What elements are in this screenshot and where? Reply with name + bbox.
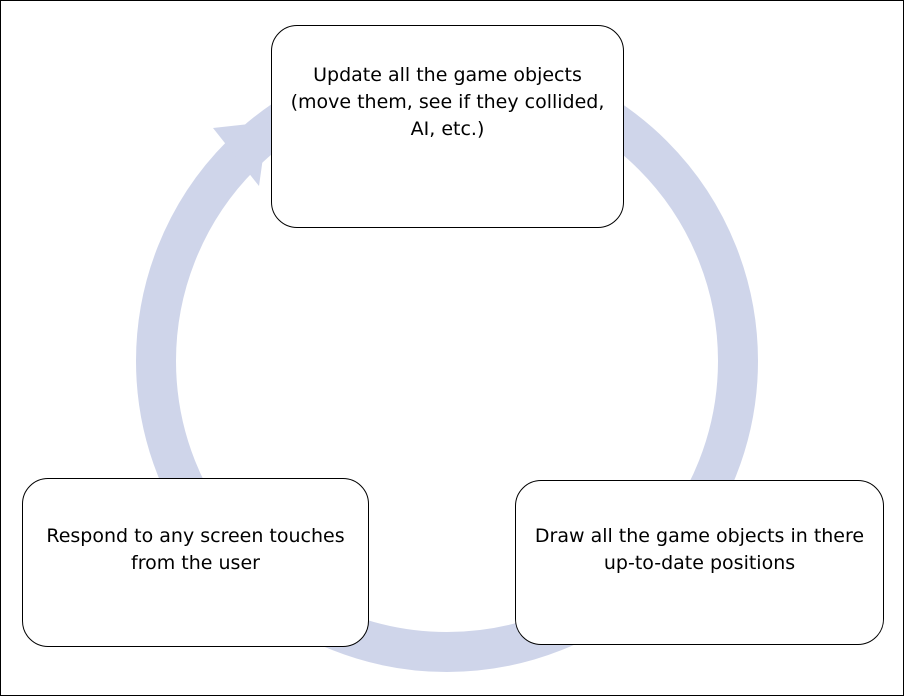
step-draw-label: Draw all the game objects in there up-to… <box>534 524 865 574</box>
cycle-arrowhead <box>213 122 268 186</box>
step-draw-game-objects: Draw all the game objects in there up-to… <box>515 480 884 645</box>
step-respond-label: Respond to any screen touches from the u… <box>46 524 345 574</box>
step-update-label: Update all the game objects (move them, … <box>290 64 605 140</box>
step-respond-to-touches: Respond to any screen touches from the u… <box>22 478 369 647</box>
step-update-game-objects: Update all the game objects (move them, … <box>271 25 624 228</box>
